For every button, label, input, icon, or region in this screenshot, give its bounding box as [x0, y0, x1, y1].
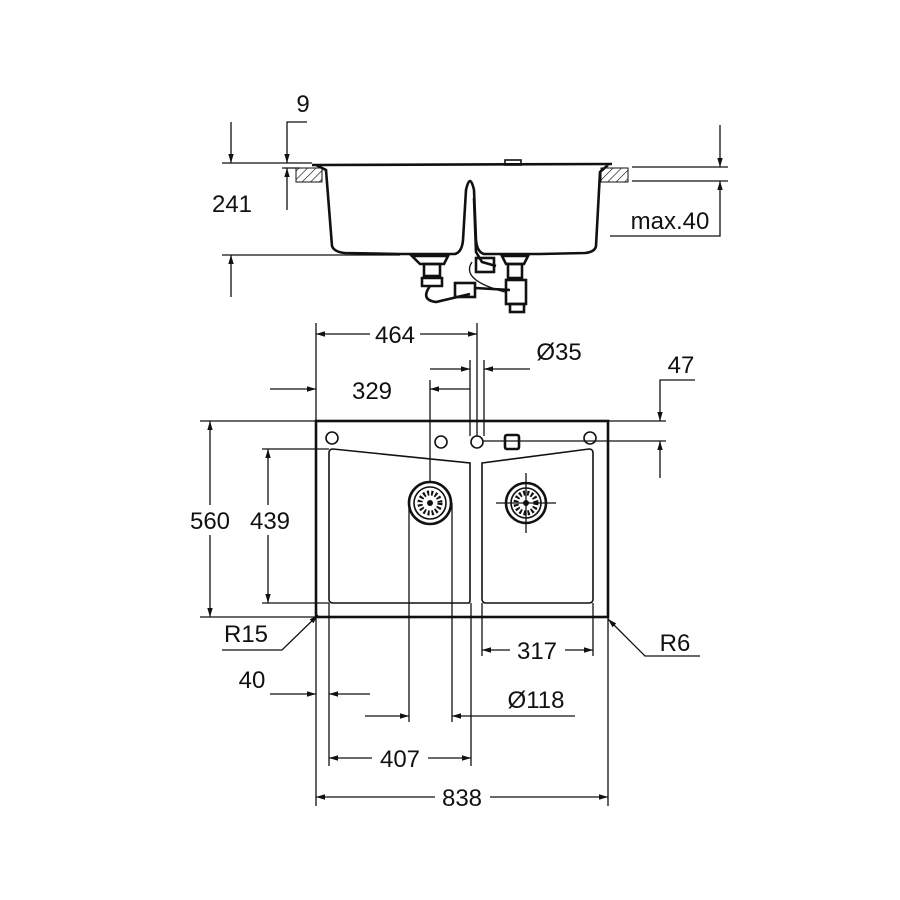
dim-drain-offset-label: 329 [352, 378, 392, 405]
dim-overall-depth-label: 560 [190, 508, 230, 535]
left-bowl [328, 448, 471, 604]
counter-hatch-left [295, 167, 323, 183]
right-bowl [481, 448, 594, 604]
side-view: 241 9 max.40 [212, 91, 728, 314]
counter-hatch-right [600, 167, 629, 183]
dim-overall-width-label: 838 [442, 785, 482, 812]
dim-depth-label: 241 [212, 191, 252, 218]
dim-left-bowl-label: 407 [380, 746, 420, 773]
sink-profile [311, 162, 613, 256]
top-view: 464 Ø35 329 47 560 439 R15 R6 317 40 Ø11… [190, 322, 700, 812]
sink-outline [314, 419, 610, 619]
drain-right [496, 473, 556, 533]
tap-hole [470, 435, 484, 449]
dim-inner-radius-label: R6 [660, 630, 691, 657]
overflow-square [503, 433, 521, 451]
dim-faucet-hole-label: Ø35 [536, 339, 581, 366]
dim-right-bowl-label: 317 [517, 638, 557, 665]
dim-hole-line-label: 47 [668, 352, 695, 379]
overflow-cap [504, 159, 522, 166]
waste-fitting [408, 197, 531, 314]
dim-edge-label: 40 [239, 667, 266, 694]
dim-bowl-depth-label: 439 [250, 508, 290, 535]
dim-faucet-offset-label: 464 [375, 322, 415, 349]
tap-hole [583, 431, 597, 445]
dim-lip-label: 9 [296, 91, 309, 118]
tap-hole [434, 435, 448, 449]
extension-lines [200, 323, 666, 806]
dim-drain-diameter-label: Ø118 [508, 687, 565, 714]
tap-hole [325, 431, 339, 445]
dim-counter-label: max.40 [631, 208, 710, 235]
dim-outer-radius-label: R15 [224, 621, 268, 648]
drain-left [407, 480, 453, 526]
